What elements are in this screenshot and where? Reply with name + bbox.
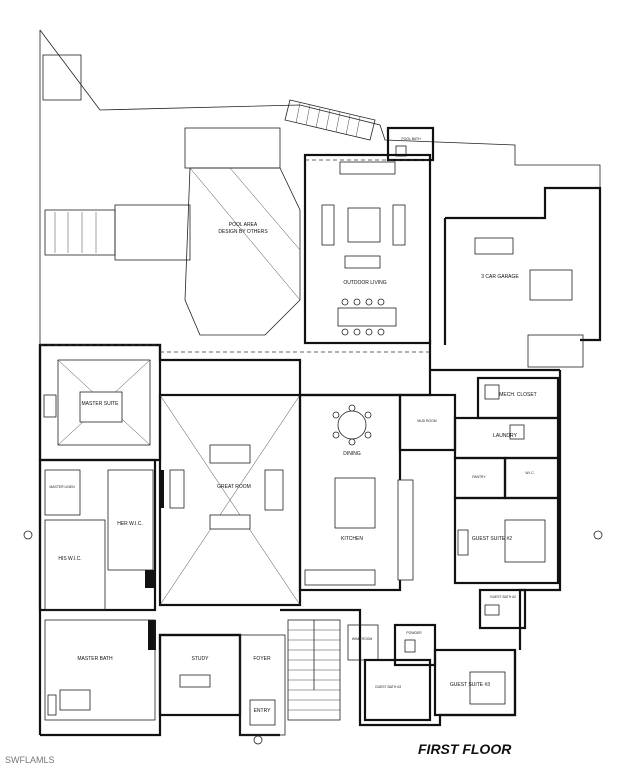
garage-label: 3 CAR GARAGE xyxy=(481,274,519,280)
pool-area-label: POOL AREA xyxy=(229,222,258,228)
master-linen-label: MASTER LINEN xyxy=(49,485,75,489)
master-suite-label: MASTER SUITE xyxy=(82,401,120,407)
pantry-label: PANTRY xyxy=(472,475,486,479)
master-suite: MASTER SUITE xyxy=(38,343,162,462)
entry-area: STUDY FOYER ENTRY xyxy=(158,633,286,736)
foyer-label: FOYER xyxy=(253,656,271,662)
exterior-stair xyxy=(284,99,376,141)
master-bath-label: MASTER BATH xyxy=(77,656,113,662)
service-rooms: MUD ROOM MECH. CLOSET LAUNDRY xyxy=(398,376,560,460)
dining-label: DINING xyxy=(343,451,361,457)
great-room: GREAT ROOM xyxy=(158,393,302,607)
watermark: SWFLAMLS xyxy=(5,755,55,765)
plan-title: FIRST FLOOR xyxy=(418,741,512,757)
dining-kitchen: DINING KITCHEN xyxy=(298,393,414,592)
pool-bath-label: POOL BATH xyxy=(401,137,421,141)
kitchen-label: KITCHEN xyxy=(341,536,363,542)
guest-suite-3-label: GUEST SUITE #3 xyxy=(450,682,490,688)
pool-area: POOL AREA DESIGN BY OTHERS xyxy=(44,127,301,336)
master-wing: MASTER LINEN HER W.I.C. HIS W.I.C. MASTE… xyxy=(38,458,157,721)
guest-suite-3-wing: WINE ROOM POWDER GUEST BATH #3 GUEST SUI… xyxy=(347,623,517,722)
great-room-label: GREAT ROOM xyxy=(217,484,251,490)
guest-suite-2-wing: PANTRY W.I.C. GUEST SUITE #2 GUEST BATH … xyxy=(453,456,560,630)
mech-closet-label: MECH. CLOSET xyxy=(499,392,537,398)
pool-area-note: DESIGN BY OTHERS xyxy=(218,229,268,235)
mud-room-label: MUD ROOM xyxy=(417,419,436,423)
study-label: STUDY xyxy=(192,656,210,662)
outdoor-living: OUTDOOR LIVING xyxy=(303,153,432,345)
laundry-label: LAUNDRY xyxy=(493,433,517,439)
outdoor-living-label: OUTDOOR LIVING xyxy=(343,280,386,286)
wic-label: W.I.C. xyxy=(525,471,534,475)
powder-label: POWDER xyxy=(406,631,422,635)
entry-label: ENTRY xyxy=(254,708,272,714)
guest-bath-3-label: GUEST BATH #3 xyxy=(375,685,401,689)
her-wic-label: HER W.I.C. xyxy=(117,521,143,527)
his-wic-label: HIS W.I.C. xyxy=(58,556,81,562)
garage: 3 CAR GARAGE xyxy=(443,186,602,368)
guest-bath-2-label: GUEST BATH #2 xyxy=(490,595,516,599)
wine-room-label: WINE ROOM xyxy=(352,637,373,641)
guest-suite-2-label: GUEST SUITE #2 xyxy=(472,536,512,542)
site-boundary xyxy=(39,29,601,345)
main-stair xyxy=(287,619,341,721)
section-markers xyxy=(23,530,603,745)
